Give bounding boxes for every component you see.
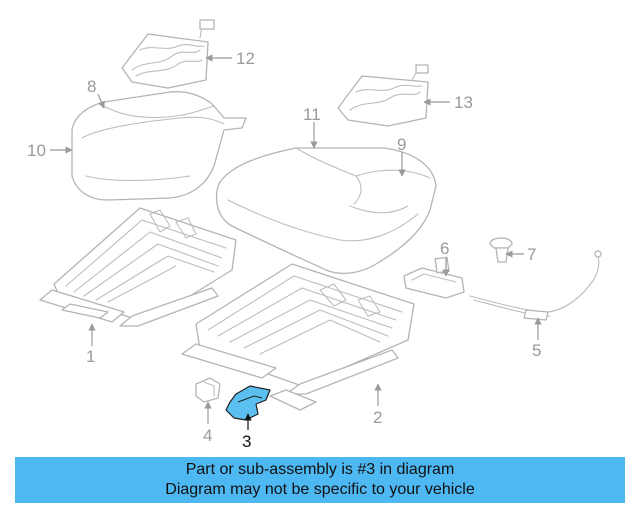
part-2-right-seat-frame bbox=[181, 263, 415, 411]
callout-12: 12 bbox=[236, 49, 255, 68]
callout-7: 7 bbox=[527, 245, 536, 264]
callout-9: 9 bbox=[397, 135, 406, 154]
banner-line-1: Part or sub-assembly is #3 in diagram bbox=[185, 461, 455, 478]
banner-line-2: Diagram may not be specific to your vehi… bbox=[165, 481, 475, 498]
parts-diagram: 1 2 3 4 5 6 7 8 9 10 11 12 13 bbox=[27, 19, 602, 451]
part-10-left-cushion-pad bbox=[71, 91, 247, 201]
part-1-left-seat-frame bbox=[39, 207, 237, 327]
part-12-heater-mat bbox=[121, 19, 215, 89]
leader-lines bbox=[50, 54, 542, 430]
callout-6: 6 bbox=[440, 239, 449, 258]
part-9-right-cushion-pad bbox=[215, 147, 437, 275]
callout-2: 2 bbox=[373, 408, 382, 427]
part-13-heater-mat bbox=[337, 64, 429, 127]
callout-1: 1 bbox=[86, 347, 95, 366]
part-3-highlighted-bracket bbox=[225, 385, 271, 421]
callout-5: 5 bbox=[532, 341, 541, 360]
info-banner: Part or sub-assembly is #3 in diagram Di… bbox=[15, 457, 625, 503]
part-7-push-clip bbox=[489, 237, 513, 263]
callout-8: 8 bbox=[87, 77, 96, 96]
callout-10: 10 bbox=[27, 141, 46, 160]
part-5-cable bbox=[469, 250, 602, 321]
callout-11: 11 bbox=[303, 105, 321, 124]
callout-3: 3 bbox=[242, 432, 251, 451]
part-6-connector bbox=[403, 256, 465, 299]
callout-4: 4 bbox=[203, 426, 212, 445]
part-4-clip bbox=[195, 377, 221, 403]
callout-13: 13 bbox=[454, 93, 473, 112]
